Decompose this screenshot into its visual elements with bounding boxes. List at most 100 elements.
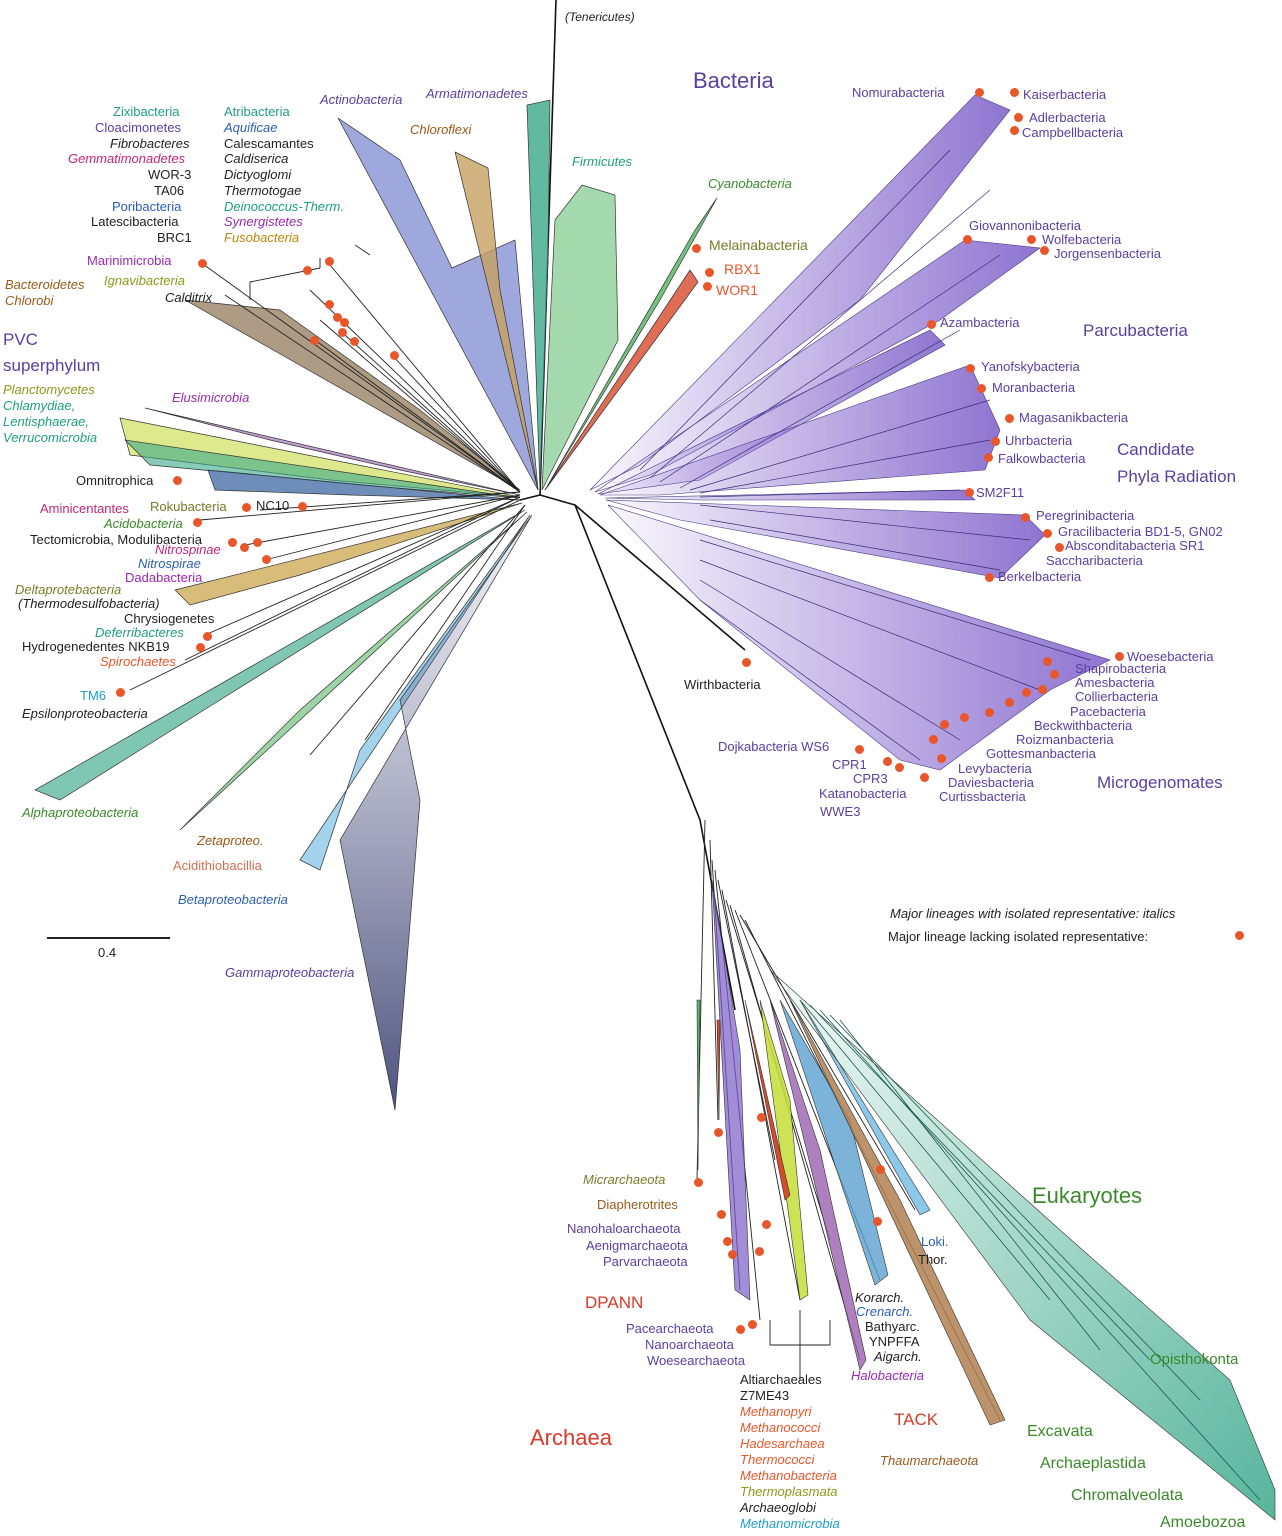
taxon-label: Giovannonibacteria (969, 218, 1082, 233)
taxon-label: TM6 (80, 688, 106, 703)
taxon-label: Jorgensenbacteria (1054, 246, 1161, 261)
marker-dot (963, 235, 972, 244)
taxon-label: Excavata (1027, 1423, 1093, 1440)
taxon-label: Azambacteria (940, 315, 1020, 330)
marker-dot (116, 688, 125, 697)
marker-dot (340, 318, 349, 327)
marker-dot (728, 1250, 737, 1259)
marker-dot (193, 518, 202, 527)
taxon-label: Falkowbacteria (998, 451, 1086, 466)
taxon-label: Firmicutes (572, 154, 632, 169)
taxon-label: Gemmatimonadetes (68, 151, 186, 166)
taxon-label: Woesebacteria (1127, 649, 1214, 664)
taxon-label: TA06 (154, 183, 185, 198)
rbx1-wedge (544, 269, 699, 491)
bacteroidetes-wedge (184, 299, 521, 491)
marker-dot (975, 88, 984, 97)
taxon-label: Dictyoglomi (224, 167, 292, 182)
taxon-label: Zetaproteo. (197, 833, 264, 848)
marker-dot (703, 282, 712, 291)
legend-dot: Major lineage lacking isolated represent… (888, 929, 1149, 944)
tenericutes-label: (Tenericutes) (565, 10, 635, 24)
marker-dot (929, 735, 938, 744)
marker-dot (298, 502, 307, 511)
taxon-label: Chromalveolata (1071, 1487, 1184, 1504)
marker-dot (873, 1217, 882, 1226)
marker-dot (1115, 652, 1124, 661)
cyanobacteria-wedge (544, 197, 718, 491)
taxon-label: Hydrogenedentes NKB19 (22, 639, 170, 654)
marker-dot (705, 268, 714, 277)
taxon-label: Daviesbacteria (948, 775, 1034, 790)
marker-dot (1022, 688, 1031, 697)
taxon-label: Aquificae (224, 120, 278, 135)
marker-dot (333, 313, 342, 322)
taxon-label: Melainabacteria (709, 237, 808, 253)
marker-dot (240, 543, 249, 552)
marker-dot (940, 720, 949, 729)
parcubacteria-group-label: Parcubacteria (1083, 321, 1188, 340)
taxon-label: Opisthokonta (1150, 1351, 1239, 1368)
taxon-label: Acidobacteria (104, 516, 183, 531)
moranbacteria-wedge (599, 364, 1001, 496)
marker-dot (762, 1220, 771, 1229)
marker-dot (1040, 246, 1049, 255)
taxon-label: Halobacteria (851, 1368, 924, 1383)
bacteria-clades (34, 99, 718, 1111)
scale-bar (47, 937, 170, 939)
taxon-label: Amesbacteria (1075, 675, 1155, 690)
taxon-label: Campbellbacteria (1022, 125, 1124, 140)
taxon-label: Calescamantes (224, 136, 314, 151)
marker-dot (310, 336, 319, 345)
marker-dot (883, 757, 892, 766)
marker-dot (692, 244, 701, 253)
marker-dot (755, 1247, 764, 1256)
marker-dot (742, 658, 751, 667)
microgenomates-group-label: Microgenomates (1097, 773, 1223, 792)
marker-dot (390, 351, 399, 360)
armatimonadetes-wedge (526, 99, 551, 491)
marker-dot (1043, 657, 1052, 666)
marker-dot (985, 573, 994, 582)
taxon-label: Nanohaloarchaeota (567, 1221, 681, 1236)
taxon-label: Caldiserica (224, 151, 289, 166)
taxon-label: Collierbacteria (1075, 689, 1159, 704)
taxon-label: Verrucomicrobia (3, 430, 98, 445)
marker-dot (303, 266, 312, 275)
taxon-label: NC10 (256, 498, 290, 513)
taxon-label: Wolfebacteria (1042, 232, 1122, 247)
diapherotrites-line (716, 1019, 721, 1121)
marker-dot (757, 1113, 766, 1122)
marker-dot (960, 713, 969, 722)
marker-dot (984, 453, 993, 462)
taxon-label: Wirthbacteria (684, 677, 761, 692)
marker-dot (966, 364, 975, 373)
taxon-label: Bacteroidetes (5, 277, 85, 292)
marker-dot (1050, 670, 1059, 679)
marker-dot (1021, 513, 1030, 522)
marker-dot (694, 1178, 703, 1187)
taxon-label: Tectomicrobia, Modulibacteria (30, 532, 202, 547)
taxon-label: Amoebozoa (1160, 1514, 1246, 1531)
taxon-label: Altiarchaeales (740, 1372, 822, 1387)
sm2f11-wedge (604, 489, 976, 501)
marker-dot (198, 259, 207, 268)
taxon-label: WWE3 (820, 804, 861, 819)
marker-dot (965, 488, 974, 497)
taxon-label: Beckwithbacteria (1034, 718, 1133, 733)
taxon-label: Shapirobacteria (1075, 661, 1167, 676)
pvc-teal-wedge (124, 439, 521, 499)
crenarch-wedge (779, 999, 889, 1286)
taxon-label: Marinimicrobia (87, 253, 172, 268)
marker-dot (173, 476, 182, 485)
taxon-label: Chrysiogenetes (124, 611, 215, 626)
taxon-label: Calditrix (165, 290, 212, 305)
taxon-label: Spirochaetes (100, 654, 176, 669)
taxon-label: Saccharibacteria (1046, 553, 1143, 568)
taxon-label: CPR1 (832, 757, 867, 772)
taxon-label: Deinococcus-Therm. (224, 199, 344, 214)
archaea-domain-label: Archaea (530, 1425, 612, 1450)
marker-dot (1235, 931, 1244, 940)
taxon-label: WOR1 (716, 282, 758, 298)
methano-wedge (744, 999, 791, 1201)
